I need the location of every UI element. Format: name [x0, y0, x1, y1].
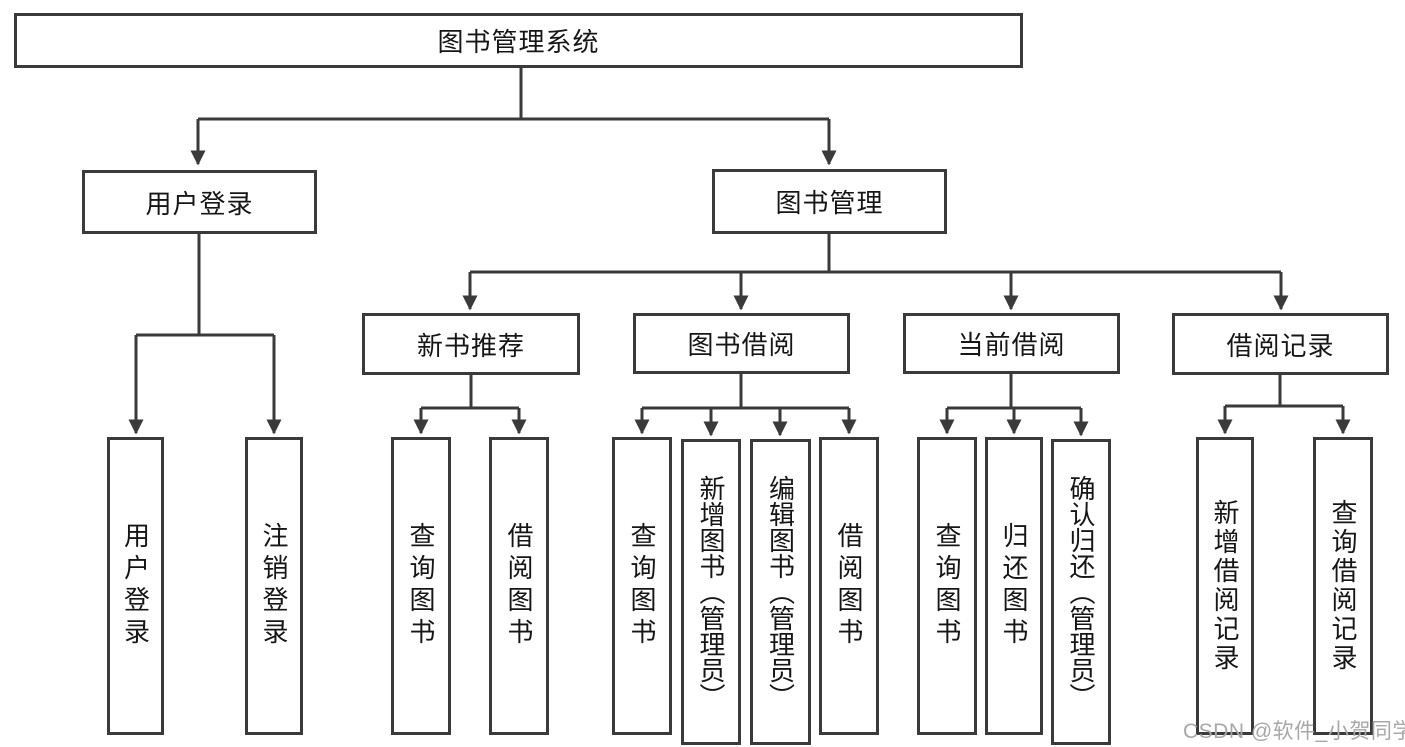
node-label: 新书推荐 [416, 330, 525, 361]
leaf-logout-login: 注销登录 [245, 437, 303, 735]
node-label: 确认归还（管理员） [1066, 475, 1096, 709]
node-label: 借阅图书 [504, 522, 534, 650]
leaf-records-add-borrow-record: 新增借阅记录 [1196, 437, 1254, 735]
node-new-book-recommendation: 新书推荐 [362, 313, 580, 375]
node-label: 借阅图书 [834, 522, 864, 650]
node-label: 借阅记录 [1226, 330, 1335, 361]
node-label: 查询图书 [932, 522, 962, 650]
leaf-user-login: 用户登录 [107, 437, 164, 735]
node-label: 新增借阅记录 [1210, 499, 1240, 673]
node-user-login: 用户登录 [82, 170, 317, 234]
node-label: 用户登录 [145, 188, 254, 219]
node-label: 注销登录 [259, 522, 289, 650]
leaf-borrowing-borrow-books: 借阅图书 [819, 437, 879, 735]
node-label: 用户登录 [120, 522, 151, 650]
leaf-newbooks-query-books: 查询图书 [391, 437, 451, 735]
node-label: 新增图书（管理员） [696, 475, 726, 709]
node-current-borrowing: 当前借阅 [903, 313, 1120, 374]
node-label: 查询借阅记录 [1328, 499, 1358, 673]
node-label: 查询图书 [406, 522, 436, 650]
leaf-current-query-books: 查询图书 [917, 437, 977, 735]
leaf-records-query-borrow-record: 查询借阅记录 [1313, 437, 1373, 735]
node-label: 当前借阅 [957, 330, 1066, 360]
leaf-current-confirm-return-admin: 确认归还（管理员） [1051, 439, 1111, 745]
leaf-current-return-books: 归还图书 [985, 437, 1043, 735]
csdn-watermark: CSDN @软件_小贺同学 [1183, 720, 1405, 743]
node-book-management: 图书管理 [712, 169, 947, 234]
leaf-borrowing-query-books: 查询图书 [612, 437, 672, 735]
node-label: 图书管理 [775, 188, 884, 218]
node-label: 归还图书 [999, 522, 1029, 650]
leaf-borrowing-add-books-admin: 新增图书（管理员） [681, 439, 741, 745]
node-label: 图书借阅 [687, 330, 796, 360]
node-library-management-system: 图书管理系统 [14, 13, 1023, 68]
leaf-borrowing-edit-books-admin: 编辑图书（管理员） [750, 439, 811, 745]
node-book-borrowing: 图书借阅 [633, 313, 850, 374]
node-label: 查询图书 [627, 522, 657, 650]
node-borrowing-records: 借阅记录 [1172, 313, 1389, 375]
leaf-newbooks-borrow-books: 借阅图书 [489, 437, 549, 735]
node-label: 编辑图书（管理员） [765, 475, 796, 709]
node-label: 图书管理系统 [437, 27, 600, 57]
